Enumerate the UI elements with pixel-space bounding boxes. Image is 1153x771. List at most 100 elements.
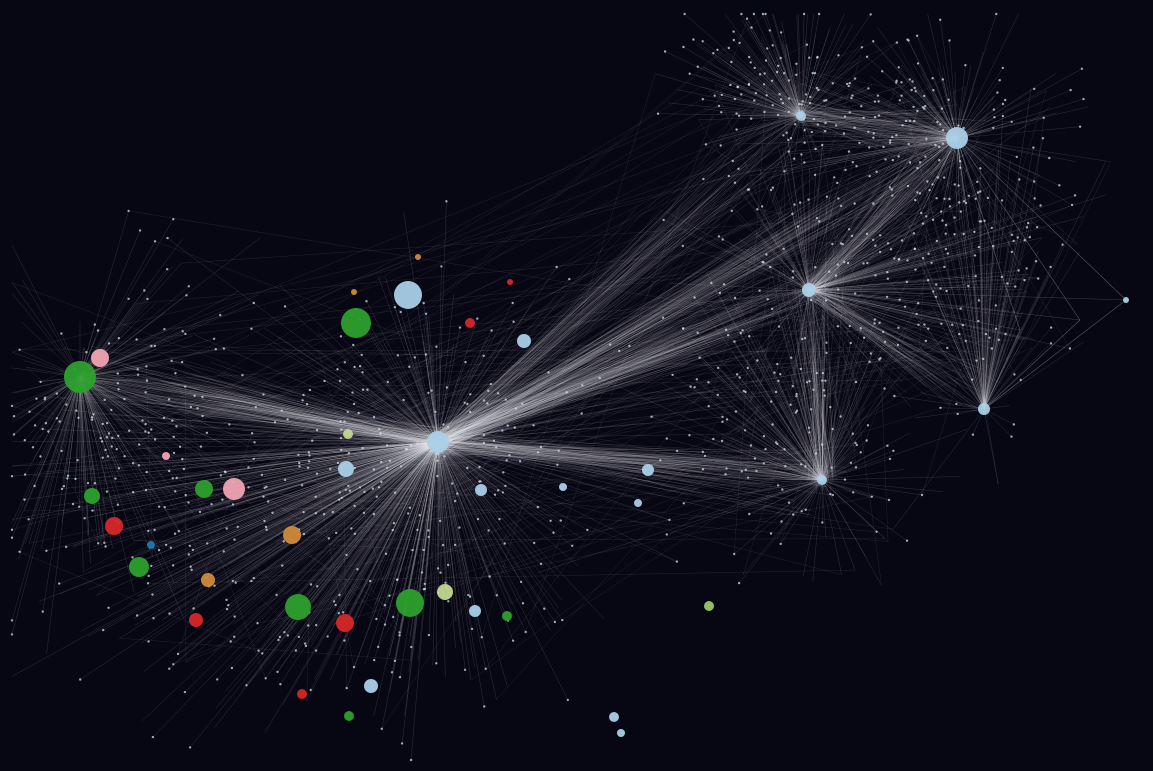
graph-node[interactable] (447, 600, 450, 603)
graph-node[interactable] (974, 274, 977, 278)
graph-node[interactable] (869, 13, 872, 16)
graph-node[interactable] (549, 519, 552, 522)
graph-node[interactable] (172, 451, 176, 455)
graph-node[interactable] (344, 488, 347, 491)
graph-node[interactable] (420, 571, 424, 574)
graph-node[interactable] (895, 41, 899, 44)
graph-node[interactable] (716, 48, 719, 51)
graph-node-light-blue[interactable] (642, 464, 654, 476)
graph-node[interactable] (931, 183, 934, 186)
graph-node[interactable] (398, 634, 401, 637)
graph-node[interactable] (671, 373, 674, 377)
graph-node[interactable] (803, 129, 806, 132)
graph-node[interactable] (795, 73, 798, 77)
graph-node[interactable] (908, 119, 912, 123)
graph-node[interactable] (979, 167, 982, 170)
graph-node[interactable] (236, 525, 239, 529)
graph-node[interactable] (366, 388, 369, 391)
graph-node[interactable] (183, 690, 187, 694)
graph-node[interactable] (307, 451, 311, 454)
graph-node[interactable] (114, 477, 117, 480)
graph-node[interactable] (675, 449, 679, 453)
graph-node[interactable] (210, 503, 213, 506)
graph-node[interactable] (1012, 423, 1016, 426)
graph-node[interactable] (926, 180, 929, 183)
graph-node[interactable] (753, 66, 756, 70)
graph-node[interactable] (807, 198, 810, 201)
graph-node[interactable] (390, 671, 394, 674)
graph-node[interactable] (883, 387, 886, 390)
graph-node[interactable] (278, 635, 282, 639)
graph-node[interactable] (395, 578, 399, 581)
graph-node[interactable] (785, 131, 788, 134)
graph-node[interactable] (469, 595, 472, 598)
graph-node[interactable] (353, 365, 356, 369)
graph-node[interactable] (746, 366, 749, 370)
graph-node[interactable] (891, 158, 895, 162)
graph-node[interactable] (843, 115, 847, 118)
graph-node[interactable] (761, 12, 765, 16)
graph-node[interactable] (744, 468, 747, 472)
graph-node[interactable] (198, 510, 202, 514)
graph-node[interactable] (747, 55, 751, 59)
graph-node[interactable] (199, 445, 203, 448)
graph-node[interactable] (361, 371, 364, 374)
graph-node[interactable] (1033, 87, 1036, 91)
graph-node[interactable] (701, 468, 705, 471)
graph-node-red[interactable] (336, 614, 354, 632)
graph-node-light-blue[interactable] (517, 334, 531, 348)
graph-node[interactable] (96, 329, 100, 332)
graph-node[interactable] (813, 173, 817, 177)
graph-node[interactable] (675, 560, 679, 563)
graph-node[interactable] (85, 350, 88, 354)
graph-node[interactable] (168, 667, 171, 670)
graph-node[interactable] (865, 55, 869, 58)
graph-node[interactable] (855, 443, 858, 447)
graph-node[interactable] (920, 493, 924, 497)
graph-node[interactable] (309, 688, 312, 692)
graph-node[interactable] (343, 420, 346, 423)
graph-node-green[interactable] (396, 589, 424, 617)
graph-node[interactable] (1027, 221, 1030, 225)
graph-node[interactable] (446, 563, 450, 567)
graph-node[interactable] (971, 433, 975, 436)
graph-node[interactable] (762, 83, 766, 86)
graph-node[interactable] (302, 532, 306, 536)
graph-node-light-blue[interactable] (394, 281, 422, 309)
graph-node[interactable] (756, 359, 759, 362)
graph-node[interactable] (860, 105, 863, 108)
graph-node[interactable] (302, 393, 305, 397)
graph-node[interactable] (1034, 260, 1038, 263)
graph-node[interactable] (895, 134, 898, 137)
graph-node[interactable] (262, 495, 265, 498)
graph-node[interactable] (396, 354, 399, 357)
graph-node[interactable] (824, 379, 827, 382)
graph-node[interactable] (192, 607, 195, 610)
graph-node[interactable] (482, 433, 486, 437)
graph-node[interactable] (932, 89, 935, 92)
graph-node[interactable] (137, 464, 141, 467)
graph-node[interactable] (489, 382, 493, 386)
graph-node[interactable] (812, 117, 816, 121)
graph-node[interactable] (740, 93, 743, 96)
graph-node[interactable] (187, 553, 190, 556)
graph-node[interactable] (301, 399, 304, 402)
graph-node[interactable] (908, 78, 911, 81)
graph-node[interactable] (1004, 98, 1007, 102)
graph-node[interactable] (868, 175, 871, 178)
graph-node-light-blue[interactable] (475, 484, 487, 496)
graph-node[interactable] (502, 471, 505, 474)
graph-node[interactable] (145, 379, 149, 382)
graph-node[interactable] (783, 72, 786, 75)
graph-hub-node[interactable] (978, 403, 990, 415)
graph-node[interactable] (668, 518, 671, 522)
graph-node[interactable] (770, 79, 774, 83)
graph-node[interactable] (189, 565, 192, 568)
graph-node-red[interactable] (507, 279, 513, 285)
graph-node[interactable] (945, 289, 948, 293)
graph-node[interactable] (1001, 66, 1004, 70)
graph-node[interactable] (843, 478, 847, 481)
graph-node[interactable] (586, 528, 589, 532)
graph-node[interactable] (847, 228, 851, 231)
